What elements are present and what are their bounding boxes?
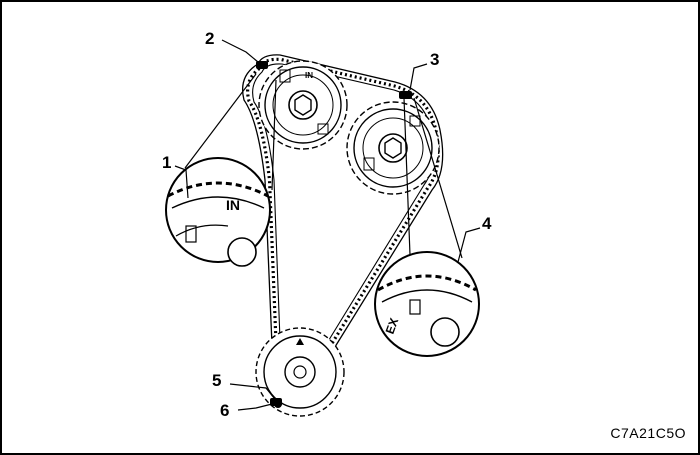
callout-6: 6 xyxy=(220,401,230,420)
callout-5: 5 xyxy=(212,371,222,390)
exhaust-mark-label: EX xyxy=(383,316,402,336)
callout-1: 1 xyxy=(162,153,172,172)
intake-mark-label: IN xyxy=(226,197,240,213)
chain-timing-marks xyxy=(256,61,412,406)
intake-camshaft-sprocket: IN xyxy=(258,60,348,150)
figure-code: C7A21C5O xyxy=(610,425,686,441)
callout-2: 2 xyxy=(205,29,215,48)
callout-leaders xyxy=(174,39,481,411)
callout-3: 3 xyxy=(430,50,440,69)
intake-mark-small: IN xyxy=(305,71,313,80)
detail-circle-exhaust: EX xyxy=(374,251,480,357)
exhaust-camshaft-sprocket xyxy=(346,101,440,195)
callout-4: 4 xyxy=(482,214,492,233)
crankshaft-sprocket xyxy=(255,327,345,417)
magnifier-lines xyxy=(184,73,463,259)
detail-circle-intake: IN xyxy=(165,157,271,267)
